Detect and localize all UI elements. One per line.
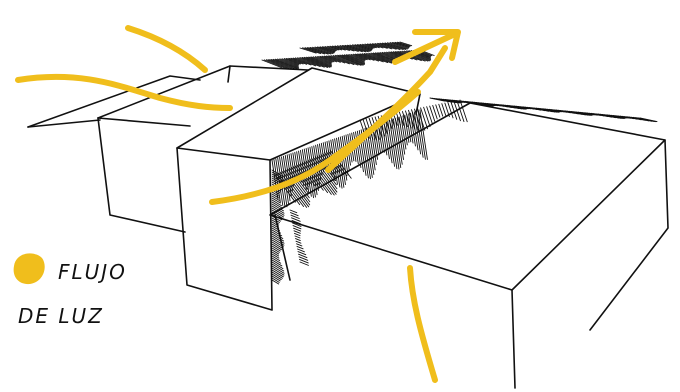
box-middle [177,68,420,310]
legend-label-line2: DE LUZ [18,304,104,328]
hatch-stroke [272,254,279,258]
hatch-stroke [272,266,284,273]
hatch-stroke [294,231,300,234]
hatch-stroke [272,236,284,243]
hatch-stroke [272,250,279,254]
hatch-stroke [272,208,284,215]
legend-label-line1: FLUJO [58,260,127,284]
legend-swatch [14,253,45,284]
hatch-stroke [424,107,430,126]
hatch-stroke [295,233,301,235]
hatch-stroke [272,280,279,284]
hatch-stroke [272,252,279,256]
hatch-stroke [457,101,464,122]
hatch-stroke [296,239,301,241]
hatch-stroke [297,244,302,246]
light-stroke-top-left [128,28,205,70]
hatch-stroke [297,246,303,248]
hatch-stroke [460,100,467,122]
hatch-stroke [392,120,399,169]
light-stroke-bottom [410,268,435,380]
legend: FLUJO DE LUZ [14,253,127,328]
hatch-stroke [295,236,300,238]
hatch-stroke [427,107,433,124]
hatch-stroke [272,192,279,196]
hatch-stroke [272,220,279,224]
hatch-stroke [290,210,297,213]
hatch-stroke [296,241,301,243]
